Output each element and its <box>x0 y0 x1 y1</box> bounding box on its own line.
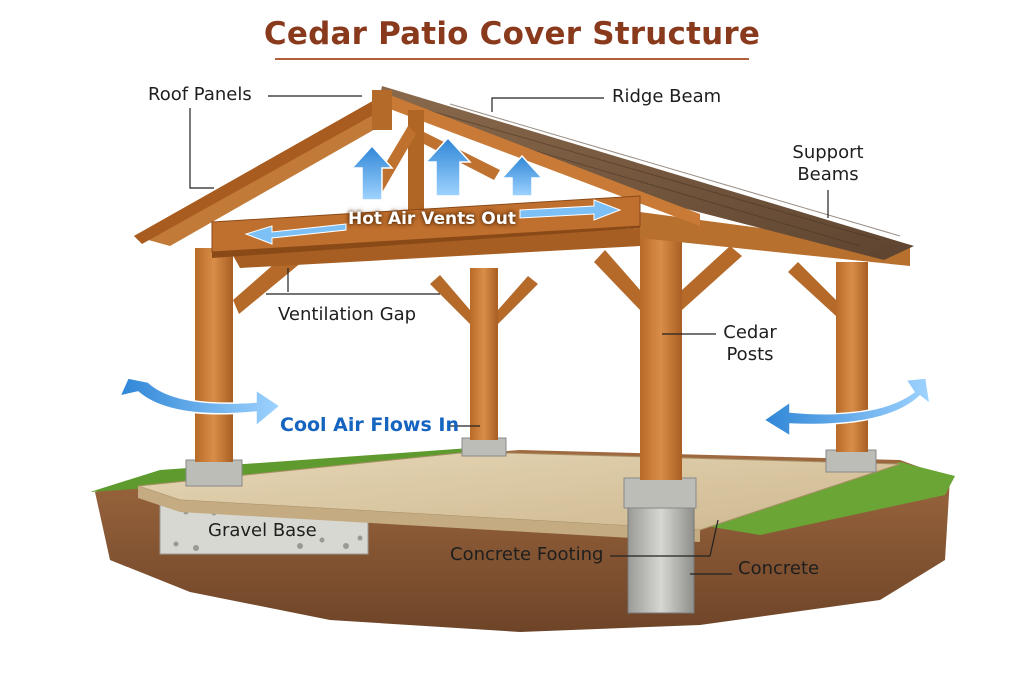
knee-brace <box>594 250 640 310</box>
label-cool-air-flows-in: Cool Air Flows In <box>280 414 459 436</box>
label-cedar-posts: Cedar Posts <box>708 322 792 366</box>
label-gravel-base: Gravel Base <box>208 520 317 542</box>
label-concrete-footing: Concrete Footing <box>450 544 603 566</box>
post-base-back-right <box>826 450 876 472</box>
label-support-beams: Support Beams <box>778 142 878 186</box>
cedar-post-back-left <box>470 268 498 440</box>
cedar-post-front-right <box>640 228 682 480</box>
label-roof-panels: Roof Panels <box>148 84 252 106</box>
post-base-front-right <box>624 478 696 508</box>
label-ventilation-gap: Ventilation Gap <box>278 304 416 326</box>
label-support-beams-line1: Support <box>778 142 878 164</box>
knee-brace <box>682 246 742 310</box>
label-concrete: Concrete <box>738 558 819 580</box>
knee-brace <box>430 275 470 324</box>
page-title: Cedar Patio Cover Structure <box>0 16 1024 52</box>
leader-roof-panels-down <box>190 108 214 188</box>
post-base-back-left <box>462 438 506 456</box>
label-ridge-beam: Ridge Beam <box>612 86 721 108</box>
knee-brace <box>788 262 836 316</box>
post-base-front-left <box>186 460 242 486</box>
label-support-beams-line2: Beams <box>778 164 878 186</box>
label-cedar-posts-line1: Cedar <box>708 322 792 344</box>
label-cedar-posts-line2: Posts <box>708 344 792 366</box>
cedar-post-front-left <box>195 248 233 462</box>
concrete-footing <box>628 505 694 613</box>
title-underline <box>275 58 749 60</box>
leader-ridge-beam <box>492 98 604 112</box>
knee-brace <box>498 276 538 324</box>
label-hot-air-vents-out: Hot Air Vents Out <box>348 208 516 230</box>
ridge-cap-block <box>372 90 392 130</box>
truss-king-post <box>408 110 424 222</box>
